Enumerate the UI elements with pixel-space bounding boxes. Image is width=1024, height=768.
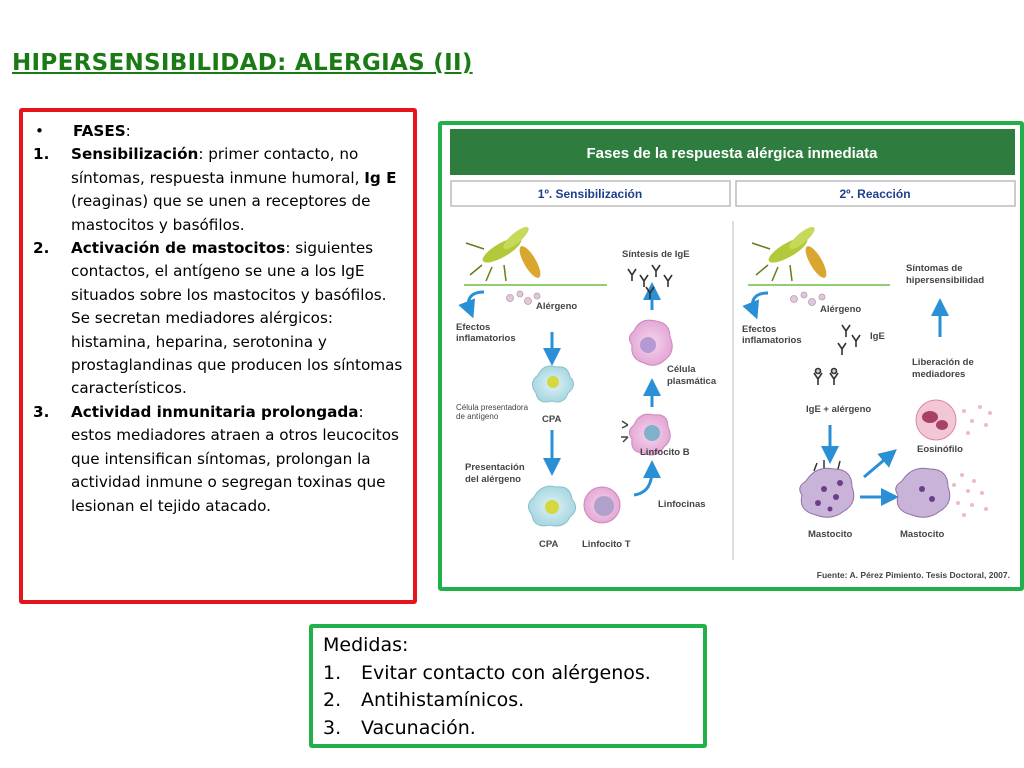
ige-antibodies-icon	[627, 264, 673, 299]
label-cpa-presentadora-a: Célula presentadora	[456, 403, 529, 412]
label-efectos-2a: Efectos	[742, 324, 776, 335]
plasma-cell-icon	[628, 319, 673, 366]
label-linfocito-b: Linfocito B	[640, 447, 690, 458]
phase1-header: 1º. Sensibilización	[538, 187, 642, 201]
label-linfocinas: Linfocinas	[658, 499, 706, 510]
measure-item: 3. Vacunación.	[323, 716, 476, 739]
mast-cell-degranulating-icon	[895, 467, 988, 518]
phase2-header: 2º. Reacción	[839, 187, 910, 201]
eosinophil-icon	[915, 399, 992, 441]
measure-item: 1. Evitar contacto con alérgenos.	[323, 661, 651, 684]
phase-term: Activación de mastocitos	[71, 239, 286, 258]
phases-header-row: • FASES:	[33, 120, 403, 143]
arrow-icon	[742, 291, 769, 320]
label-linfocito-t: Linfocito T	[582, 539, 631, 550]
label-sintomas-b: hipersensibilidad	[906, 275, 984, 286]
allergy-response-diagram: Fases de la respuesta alérgica inmediata…	[450, 129, 1016, 580]
phase-number: 3.	[33, 402, 50, 421]
mast-cell-icon	[799, 460, 855, 518]
phases-box: • FASES: 1. Sensibilización: primer cont…	[19, 108, 417, 604]
figure-header: Fases de la respuesta alérgica inmediata	[587, 145, 879, 162]
slide-title: HIPERSENSIBILIDAD: ALERGIAS (II)	[12, 50, 473, 76]
label-ige-alergeno: IgE + alérgeno	[806, 404, 871, 415]
label-alergeno-2: Alérgeno	[820, 304, 861, 315]
label-presentacion-a: Presentación	[465, 462, 525, 473]
label-presentacion-b: del alérgeno	[465, 474, 521, 485]
phase-item-3: 3. Actividad inmunitaria prolongada: est…	[33, 401, 403, 518]
label-liberacion-b: mediadores	[912, 369, 965, 380]
label-efectos-1a: Efectos	[456, 322, 490, 333]
phase-item-2: 2. Activación de mastocitos: siguientes …	[33, 237, 403, 401]
figure-header-band	[450, 129, 1015, 175]
phase2-header-box	[735, 180, 1016, 207]
measures-title: Medidas:	[323, 634, 409, 656]
label-celula-a: Célula	[667, 364, 696, 375]
label-eosinofilo: Eosinófilo	[917, 444, 963, 455]
label-liberacion-a: Liberación de	[912, 357, 974, 368]
label-sintomas-a: Síntomas de	[906, 263, 963, 274]
label-mastocito-1: Mastocito	[808, 529, 853, 540]
arrow-icon	[633, 460, 661, 497]
label-celula-b: plasmática	[667, 376, 717, 387]
label-efectos-1b: inflamatorios	[456, 333, 516, 344]
phase-number: 2.	[33, 239, 50, 258]
arrow-icon	[458, 290, 485, 319]
t-cell-icon	[583, 486, 621, 524]
phase-term-ige: Ig E	[364, 168, 397, 187]
ige-antibodies-icon	[837, 324, 861, 355]
label-mastocito-2: Mastocito	[900, 529, 945, 540]
mosquito-icon	[465, 227, 541, 282]
phase-term: Sensibilización	[71, 145, 199, 164]
phase1-header-box	[450, 180, 731, 207]
arrow-icon	[863, 449, 897, 479]
phase-number: 1.	[33, 145, 50, 164]
label-efectos-2b: inflamatorios	[742, 335, 802, 346]
allergen-particles	[506, 290, 541, 305]
phase-item-1: 1. Sensibilización: primer contacto, no …	[33, 143, 403, 237]
label-sintesis-ige: Síntesis de IgE	[622, 249, 690, 260]
cpa-cell-icon	[532, 365, 574, 403]
figure-box: Fases de la respuesta alérgica inmediata…	[438, 121, 1024, 591]
label-ige: IgE	[870, 331, 885, 342]
b-cell-icon	[621, 413, 671, 456]
measure-item: 2. Antihistamínicos.	[323, 689, 525, 711]
phases-header: FASES	[73, 122, 126, 140]
allergen-particles	[790, 291, 826, 306]
cpa-cell-icon	[528, 485, 576, 527]
label-cpa-presentadora-b: de antígeno	[456, 412, 499, 421]
figure-source: Fuente: A. Pérez Pimiento. Tesis Doctora…	[817, 570, 1010, 580]
ige-allergen-complex-icon	[813, 367, 839, 385]
phase-term: Actividad inmunitaria prolongada	[71, 402, 359, 421]
bullet-icon: •	[35, 122, 44, 140]
label-cpa-1: CPA	[542, 414, 561, 425]
measures-box: Medidas: 1. Evitar contacto con alérgeno…	[309, 624, 707, 748]
label-alergeno-1: Alérgeno	[536, 301, 577, 312]
mosquito-icon	[751, 227, 827, 282]
label-cpa-2: CPA	[539, 539, 558, 550]
